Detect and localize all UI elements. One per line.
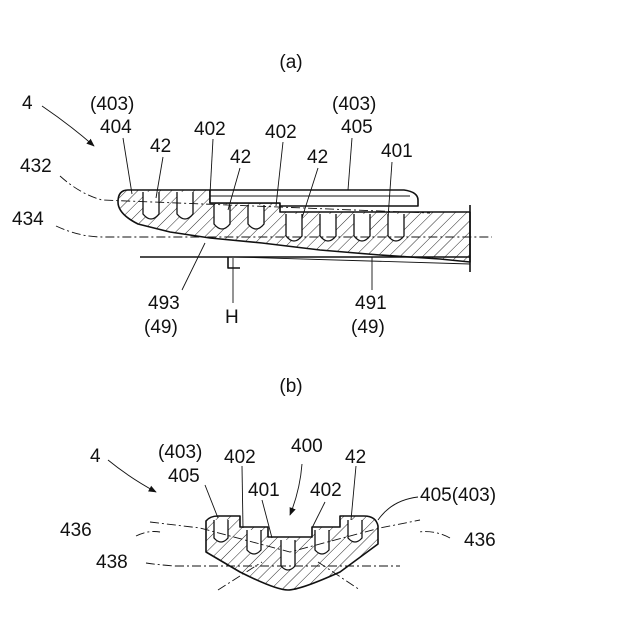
- ref-401-a: 401: [381, 141, 413, 162]
- ref-403-left-a: (403): [90, 94, 134, 115]
- leader-436-left: [136, 532, 160, 537]
- ref-402-mid-b: 402: [310, 480, 342, 501]
- leader-438: [146, 563, 175, 566]
- leader-436-right: [418, 532, 450, 538]
- stud-hole: [315, 530, 329, 554]
- step-H: [228, 257, 240, 268]
- stud-hole: [214, 520, 228, 542]
- leader-405-right: [378, 497, 418, 520]
- ref-42-c: 42: [307, 147, 328, 168]
- ref-404: 404: [100, 117, 132, 138]
- ref-402-left-b: 402: [224, 447, 256, 468]
- stud-hole: [248, 205, 264, 229]
- leader-42: [351, 466, 356, 520]
- cover-plate-405: [210, 190, 418, 206]
- arrow-400: [290, 464, 302, 515]
- ref-434: 434: [12, 209, 44, 230]
- ref-405-left-b: 405: [168, 466, 200, 487]
- leader-402: [210, 139, 213, 194]
- ref-49-left: (49): [144, 317, 178, 338]
- arrow-4-b: [108, 460, 156, 492]
- leader-402-mid: [312, 502, 325, 528]
- ref-405-403-right: 405(403): [420, 485, 496, 506]
- arrow-4-a: [42, 106, 94, 146]
- ref-493: 493: [148, 293, 180, 314]
- ref-403-left-b: (403): [158, 442, 202, 463]
- ref-403-right-a: (403): [332, 94, 376, 115]
- ref-42-a: 42: [150, 136, 171, 157]
- ref-402-b: 402: [265, 122, 297, 143]
- stud-hole: [348, 520, 362, 542]
- ref-4-b: 4: [90, 446, 101, 467]
- ref-49-right: (49): [351, 317, 385, 338]
- ref-491: 491: [355, 293, 387, 314]
- ref-H: H: [225, 307, 239, 328]
- ref-432: 432: [20, 156, 52, 177]
- ref-42-b: 42: [345, 447, 366, 468]
- leader-405-left: [205, 485, 218, 518]
- panel-a: (a) 4: [12, 52, 492, 338]
- ref-42-b: 42: [230, 147, 251, 168]
- leader-402-left: [242, 466, 243, 528]
- ref-436-left: 436: [60, 520, 92, 541]
- ref-401-b: 401: [248, 480, 280, 501]
- ref-4-a: 4: [22, 93, 33, 114]
- ref-402-a: 402: [194, 119, 226, 140]
- ref-405-a: 405: [341, 117, 373, 138]
- stud-hole: [281, 540, 295, 570]
- leader-405: [348, 138, 352, 190]
- leader-493: [182, 243, 205, 290]
- ref-400: 400: [291, 436, 323, 457]
- panel-b: (b) 4 (: [60, 376, 496, 590]
- panel-a-caption: (a): [279, 52, 302, 73]
- ref-438: 438: [96, 552, 128, 573]
- panel-b-caption: (b): [279, 376, 302, 397]
- stud-hole: [177, 192, 193, 219]
- stud-hole: [214, 205, 230, 229]
- ref-436-right: 436: [464, 530, 496, 551]
- leader-404: [123, 138, 132, 194]
